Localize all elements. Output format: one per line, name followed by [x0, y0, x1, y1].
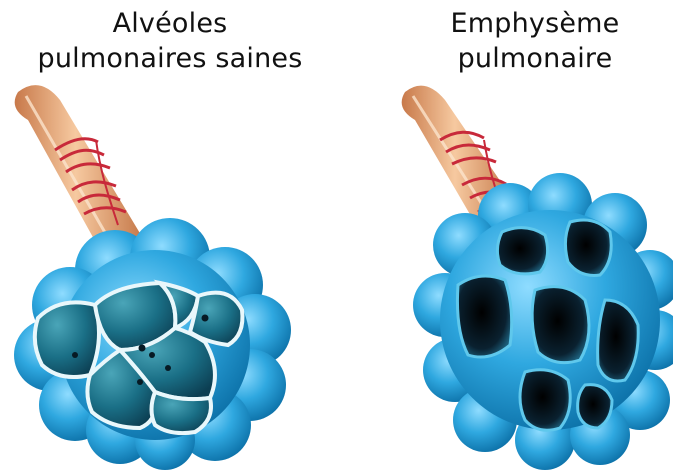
healthy-alveolar-cluster: [14, 218, 291, 470]
emphysema-alveolar-cluster: [413, 173, 673, 470]
emphysema-alveoli: [402, 86, 673, 470]
healthy-alveoli: [14, 85, 291, 470]
